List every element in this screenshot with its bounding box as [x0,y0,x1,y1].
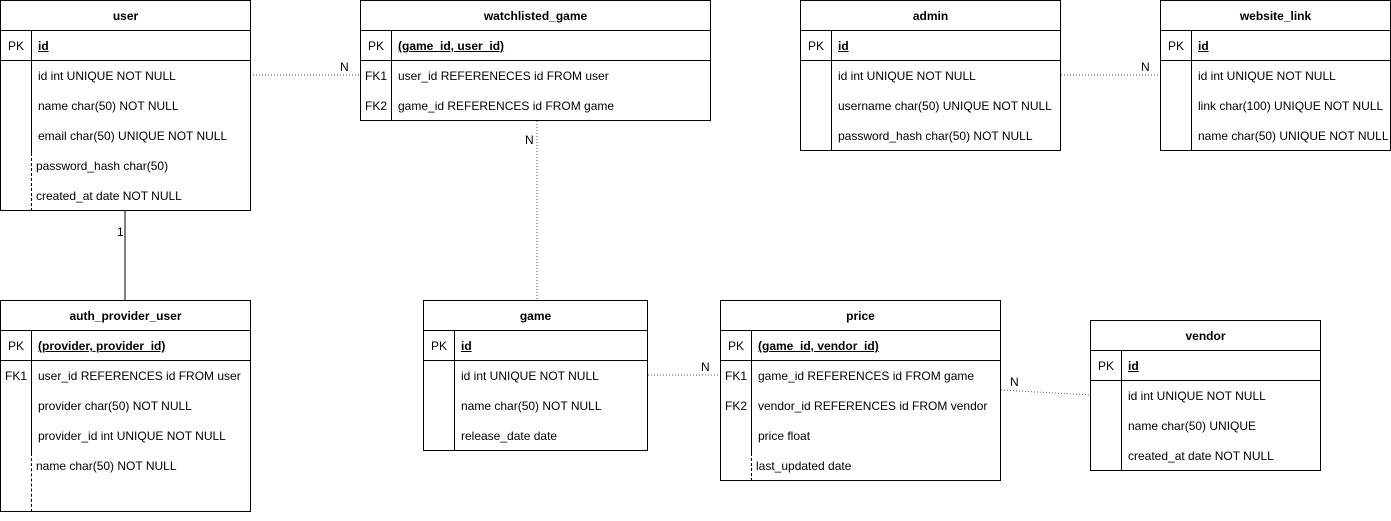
attribute-row: created_at date NOT NULL [1128,449,1274,463]
entity-title: price [721,301,1000,331]
entity-admin[interactable]: admin PK id id int UNIQUE NOT NULL usern… [800,0,1061,151]
pk-label: PK [727,339,744,353]
attribute-row: last_updated date [756,459,852,473]
entity-title: website_link [1161,1,1390,31]
entity-website-link[interactable]: website_link PK id id int UNIQUE NOT NUL… [1160,0,1391,151]
attribute-row: id int UNIQUE NOT NULL [1198,69,1336,83]
attribute-row: price float [758,429,811,443]
entity-title: watchlisted_game [361,1,710,31]
attribute-row: username char(50) UNIQUE NOT NULL [838,99,1052,113]
attribute-row: FK2 vendor_id REFERENCES id FROM vendor [721,391,1000,421]
entity-title: admin [801,1,1060,31]
entity-game[interactable]: game PK id id int UNIQUE NOT NULL name c… [423,300,648,451]
attribute-row: email char(50) UNIQUE NOT NULL [38,129,228,143]
attribute-row: FK1 user_id REFERENECES id FROM user [361,61,710,91]
cardinality-price-vendor: N [1010,375,1019,389]
primary-key-row: PK (provider, provider_id) [1,331,250,361]
attribute-row: password_hash char(50) [36,159,169,173]
entity-title: game [424,301,647,331]
pk-label: PK [430,339,447,353]
cardinality-watchlist-game: N [525,133,534,147]
pk-field: id [1128,359,1139,373]
primary-key-row: PK id [1161,31,1390,61]
attribute-row: created_at date NOT NULL [36,189,182,203]
entity-title: user [1,1,250,31]
attribute-row: FK2 game_id REFERENCES id FROM game [361,91,710,121]
attribute-row: FK1 game_id REFERENCES id FROM game [721,361,1000,391]
primary-key-row: PK (game_id, vendor_id) [721,331,1000,361]
entity-price[interactable]: price PK (game_id, vendor_id) FK1 game_i… [720,300,1001,481]
primary-key-row: PK id [424,331,647,361]
attribute-row: release_date date [461,429,558,443]
attribute-row: id int UNIQUE NOT NULL [1128,389,1266,403]
pk-field: (game_id, vendor_id) [758,339,879,353]
pk-field: (provider, provider_id) [38,339,166,353]
pk-label: PK [1097,359,1114,373]
attribute-row: password_hash char(50) NOT NULL [838,129,1033,143]
primary-key-row: PK id [1,31,250,61]
pk-field: id [838,39,849,53]
attribute-row: FK1 user_id REFERENCES id FROM user [1,361,250,391]
attribute-row: id int UNIQUE NOT NULL [461,369,599,383]
fk-label: FK1 [724,369,747,383]
entity-watchlisted-game[interactable]: watchlisted_game PK (game_id, user_id) F… [360,0,711,121]
cardinality-admin-website-link: N [1141,60,1150,74]
price-vendor-relationship [1000,389,1091,396]
pk-field: id [38,39,49,53]
cardinality-user-auth-provider: 1 [117,225,124,239]
entity-title: auth_provider_user [1,301,250,331]
attribute-row: id int UNIQUE NOT NULL [838,69,976,83]
entity-title: vendor [1091,321,1320,351]
pk-label: PK [807,39,824,53]
attribute-row: provider char(50) NOT NULL [38,399,192,413]
attribute-row: name char(50) UNIQUE NOT NULL [1198,129,1389,143]
primary-key-row: PK (game_id, user_id) [361,31,710,61]
pk-field: id [1198,39,1209,53]
pk-field: (game_id, user_id) [398,39,505,53]
cardinality-game-price: N [701,360,710,374]
fk-label: FK1 [4,369,27,383]
attribute-row: link char(100) UNIQUE NOT NULL [1198,99,1384,113]
fk-label: FK2 [724,399,747,413]
attribute-row: name char(50) UNIQUE [1128,419,1257,433]
attribute-row: name char(50) NOT NULL [36,459,177,473]
attribute-row: id int UNIQUE NOT NULL [38,69,176,83]
pk-label: PK [7,339,24,353]
attribute-row: name char(50) NOT NULL [38,99,179,113]
fk-label: FK2 [364,99,387,113]
attribute-row: provider_id int UNIQUE NOT NULL [38,429,226,443]
pk-label: PK [1167,39,1184,53]
attribute-row: name char(50) NOT NULL [461,399,602,413]
pk-label: PK [7,39,24,53]
primary-key-row: PK id [801,31,1060,61]
primary-key-row: PK id [1091,351,1320,381]
fk-label: FK1 [364,69,387,83]
entity-auth-provider-user[interactable]: auth_provider_user PK (provider, provide… [0,300,251,512]
entity-vendor[interactable]: vendor PK id id int UNIQUE NOT NULL name… [1090,320,1321,471]
cardinality-user-watchlist: N [340,60,349,74]
pk-field: id [461,339,472,353]
pk-label: PK [367,39,384,53]
entity-user[interactable]: user PK id id int UNIQUE NOT NULL name c… [0,0,251,211]
